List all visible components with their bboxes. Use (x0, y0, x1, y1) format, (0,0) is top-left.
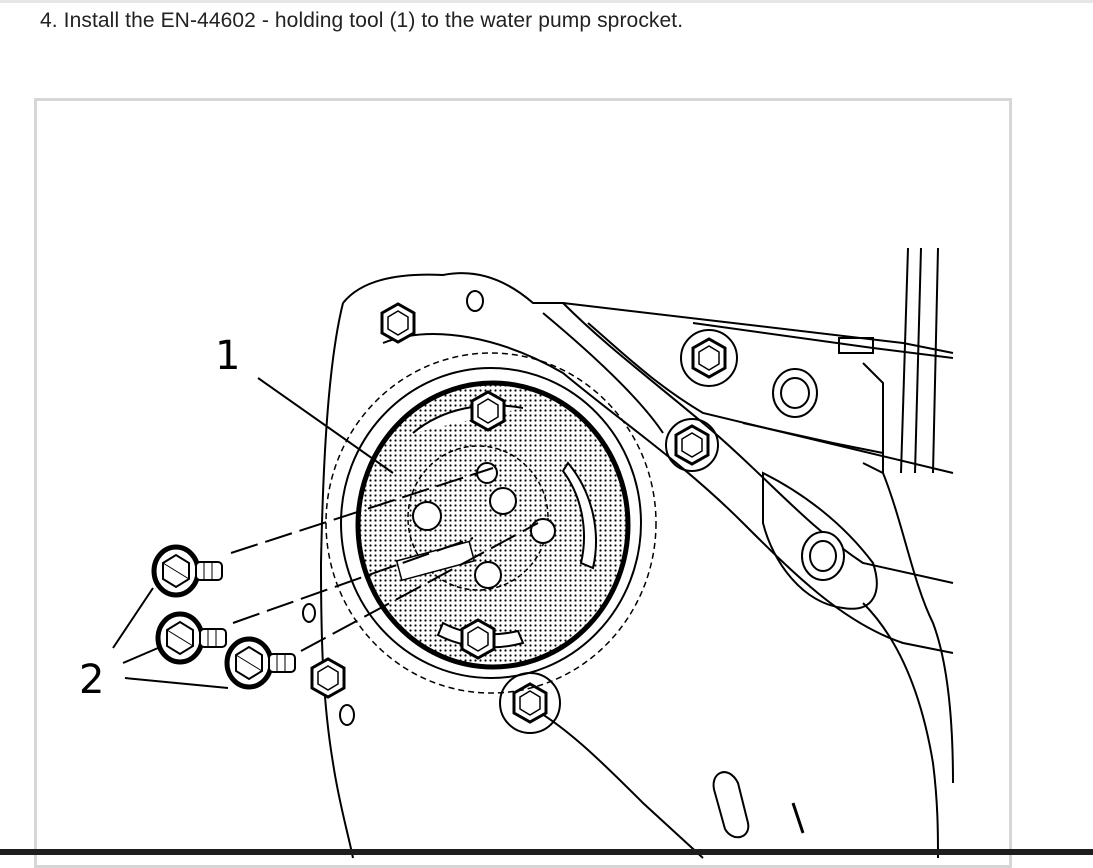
bottom-bar (0, 849, 1093, 855)
top-divider (0, 0, 1093, 3)
bolt-2c (227, 639, 295, 687)
water-pump-illustration: 1 2 (79, 247, 954, 859)
diagram-figure: 1 2 (34, 98, 1012, 868)
cover-bolt-left-lower (310, 657, 346, 699)
cover-bolt-tensioner (674, 424, 710, 466)
leader-lines (112, 377, 394, 689)
engine-bracket-lines (692, 247, 954, 610)
instruction-step-text: 4. Install the EN-44602 - holding tool (… (40, 9, 684, 32)
cover-holes (302, 290, 845, 839)
tool-bolt-top (470, 390, 506, 432)
callout-2-label: 2 (79, 657, 104, 703)
cover-bolt-top-left (380, 302, 416, 344)
cover-bolt-lower (512, 682, 548, 724)
alignment-lines (230, 467, 539, 652)
water-pump-sprocket (325, 352, 657, 694)
bolt-2a (154, 547, 222, 595)
callout-1-label: 1 (215, 333, 240, 379)
cover-bolt-upper-right (691, 337, 727, 379)
tool-bolt-bottom (460, 618, 496, 660)
bolt-2b (158, 614, 226, 662)
engine-cover-outline (319, 272, 954, 859)
